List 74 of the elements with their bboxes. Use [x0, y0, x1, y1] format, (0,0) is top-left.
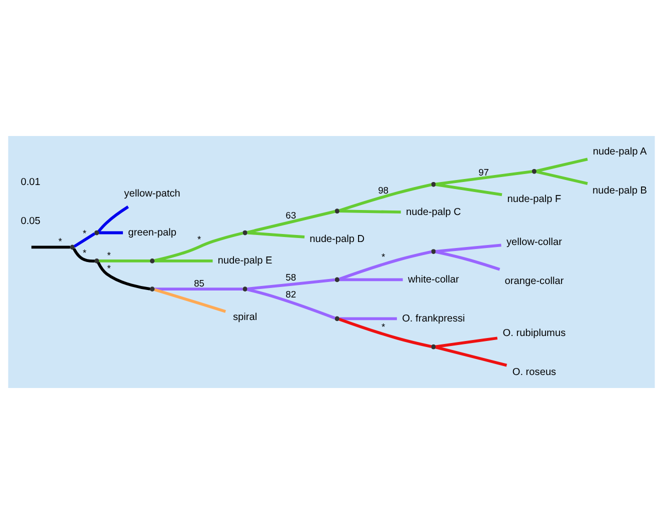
edge-label: * — [381, 322, 386, 332]
connector — [435, 244, 502, 253]
connector — [72, 248, 95, 262]
edge-label: * — [82, 228, 86, 239]
node-point — [431, 344, 436, 350]
connector — [338, 318, 432, 348]
edge-label: * — [197, 234, 202, 244]
node-point — [150, 286, 155, 292]
node-text: nude-palp F — [507, 194, 562, 206]
node-text: O. roseus — [512, 366, 556, 378]
node-text: nude-palp B — [592, 186, 648, 197]
edge-label: * — [107, 250, 111, 260]
connector — [435, 346, 508, 367]
node-point — [150, 258, 155, 264]
connector — [31, 246, 70, 249]
node-text: O. rubiplumus — [502, 328, 566, 339]
node-text: white-collar — [408, 274, 460, 286]
edge-label: * — [107, 263, 111, 274]
connector — [338, 183, 432, 212]
connector — [338, 250, 432, 281]
node-point — [532, 168, 537, 174]
connector — [96, 262, 150, 290]
node-point — [242, 286, 248, 292]
connector — [154, 232, 244, 262]
edge-label: 98 — [378, 185, 389, 196]
node-point — [242, 230, 248, 236]
node-text: nude-palp D — [310, 234, 365, 245]
connector — [247, 231, 305, 238]
node-point — [431, 249, 436, 254]
node-point — [70, 244, 75, 250]
edge-label: 85 — [194, 278, 204, 288]
connector — [247, 278, 335, 290]
node-text: nude-palp E — [218, 256, 272, 267]
connector — [246, 288, 336, 320]
connector — [435, 183, 502, 196]
edge-label: * — [82, 248, 86, 258]
connector — [154, 288, 226, 313]
connector — [154, 259, 213, 262]
node-text: spiral — [232, 312, 258, 323]
node-text: nude-palp A — [592, 146, 647, 158]
connector — [435, 336, 498, 348]
connector — [339, 210, 401, 214]
label: 0.05 — [20, 216, 40, 227]
edge-label: * — [58, 236, 62, 247]
node-point — [94, 258, 100, 264]
connector — [74, 232, 96, 248]
node-text: orange-collar — [504, 276, 564, 287]
edge-label: 97 — [478, 167, 489, 178]
connector — [247, 210, 336, 234]
connector — [435, 250, 500, 271]
node-text: yellow-collar — [506, 236, 562, 248]
connector — [339, 317, 397, 320]
node-point — [334, 316, 340, 322]
node-text: nude-palp C — [406, 207, 461, 218]
node-text: O. frankpressi — [402, 313, 465, 324]
connector — [536, 158, 588, 172]
connector — [536, 170, 588, 185]
edge-label: 63 — [286, 210, 296, 221]
connector — [339, 278, 403, 282]
node-text: yellow-patch — [124, 188, 180, 200]
connector — [99, 231, 123, 234]
connector — [154, 288, 243, 291]
edge-label: 82 — [286, 289, 296, 300]
node-point — [334, 277, 340, 282]
label: 0.01 — [20, 176, 40, 188]
node-point — [334, 208, 340, 214]
node-point — [431, 182, 436, 187]
connector — [99, 259, 150, 262]
node-point — [94, 230, 100, 236]
edge-label: 58 — [286, 272, 296, 283]
node-text: green-palp — [128, 227, 176, 238]
edge-label: * — [381, 252, 386, 262]
connector — [435, 170, 532, 186]
connector — [97, 206, 129, 232]
